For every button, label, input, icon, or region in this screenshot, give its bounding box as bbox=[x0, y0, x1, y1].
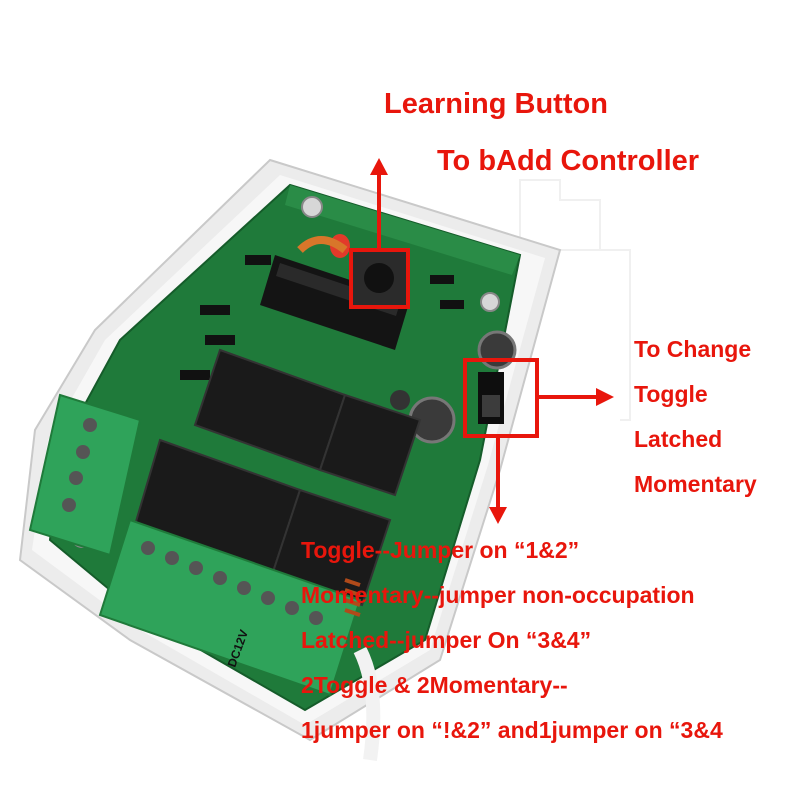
jumper-note-toggle: Toggle--Jumper on “1&2” bbox=[301, 537, 580, 563]
learning-button-title: Learning Button bbox=[384, 88, 608, 120]
annotation-arrows bbox=[370, 158, 614, 524]
jumper-header bbox=[478, 372, 504, 424]
orange-jumper-wire bbox=[297, 236, 348, 254]
terminal-block-left bbox=[28, 393, 142, 557]
change-line-4: Momentary bbox=[634, 471, 757, 497]
arrow-up-head bbox=[370, 158, 388, 175]
screw-right bbox=[480, 292, 500, 312]
change-line-3: Latched bbox=[634, 426, 723, 452]
capacitors bbox=[390, 330, 517, 444]
antenna-wire bbox=[353, 646, 381, 761]
arrow-down-head bbox=[489, 507, 507, 524]
jumper-note-mixed-detail: 1jumper on “!&2” and1jumper on “3&4 bbox=[301, 717, 723, 743]
learning-button-subtitle: To bAdd Controller bbox=[437, 145, 700, 177]
antenna-coil bbox=[344, 578, 361, 617]
relays bbox=[133, 348, 422, 607]
terminal-block-bottom bbox=[98, 518, 362, 697]
screw-top-left bbox=[301, 196, 323, 218]
jumper-note-momentary: Momentary--jumper non-occupation bbox=[301, 582, 695, 608]
jumper-note-latched: Latched--jumper On “3&4” bbox=[301, 627, 592, 653]
change-line-2: Toggle bbox=[634, 381, 708, 407]
relay-4 bbox=[270, 488, 392, 607]
jumper-note-mixed-title: 2Toggle & 2Momentary-- bbox=[301, 672, 568, 698]
learning-push-button bbox=[352, 251, 406, 305]
relay-2 bbox=[318, 393, 422, 497]
background-outline bbox=[430, 179, 631, 421]
change-line-1: To Change bbox=[634, 336, 752, 362]
arrow-right-head bbox=[596, 388, 614, 406]
